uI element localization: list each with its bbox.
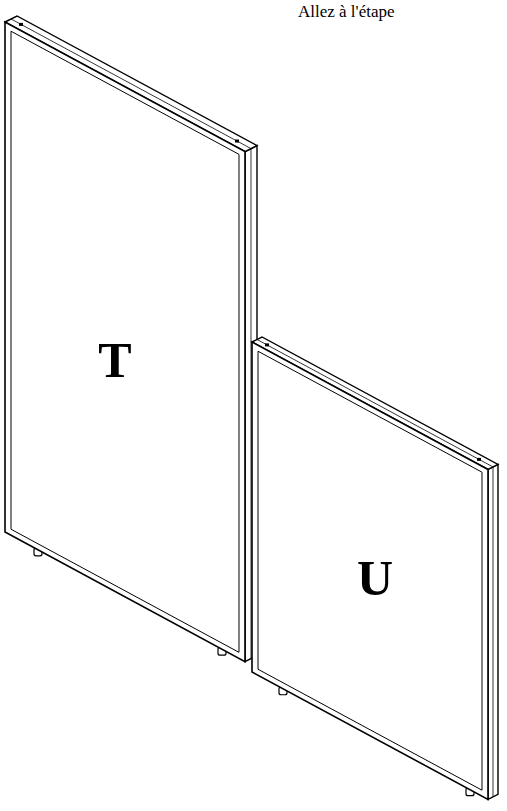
step-note: Allez à l'étape xyxy=(298,2,395,22)
panel xyxy=(5,16,257,662)
panel-side xyxy=(488,464,498,799)
panel-outline xyxy=(3,12,261,678)
panel-letter: U xyxy=(357,553,393,603)
panel-hole xyxy=(477,458,481,461)
panel-hole xyxy=(265,343,269,346)
wall-panel: U xyxy=(250,333,502,811)
wall-panel: T xyxy=(3,12,261,678)
panel-hole xyxy=(235,140,239,143)
panel-hole xyxy=(19,23,23,26)
panel xyxy=(252,337,498,799)
panel-frame xyxy=(258,351,482,790)
panel-face xyxy=(5,22,245,662)
panel-letter: T xyxy=(98,335,131,385)
panel-face xyxy=(252,342,488,799)
panel-frame xyxy=(11,31,239,652)
